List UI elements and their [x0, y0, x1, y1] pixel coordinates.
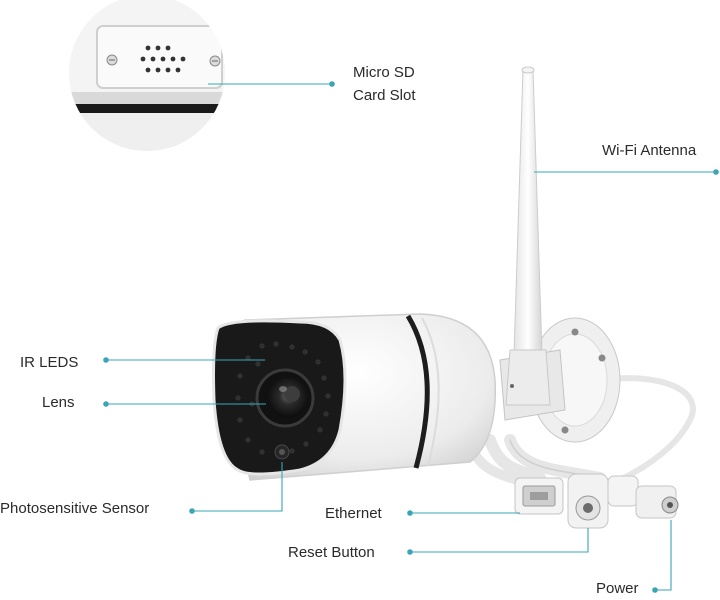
label-photosensitive-sensor: Photosensitive Sensor	[0, 500, 150, 517]
ethernet-connector	[514, 477, 564, 515]
vent-hole	[510, 384, 514, 388]
reset-button-connector	[567, 473, 609, 529]
ir-leds	[235, 341, 331, 455]
leader-photosensitive-sensor	[192, 462, 283, 512]
leader-power	[655, 520, 672, 591]
label-wifi-antenna: Wi-Fi Antenna	[602, 142, 697, 159]
sd-slot-screws	[106, 54, 221, 67]
photosensitive-sensor	[274, 444, 290, 460]
label-micro-sd-line2: Card Slot	[353, 87, 416, 104]
label-reset-button: Reset Button	[288, 544, 375, 561]
leader-lines	[106, 83, 716, 591]
lens	[255, 368, 315, 428]
sd-slot-inset	[69, 0, 225, 151]
label-ir-leds: IR LEDS	[20, 354, 79, 371]
label-power: Power	[596, 580, 639, 597]
sd-slot-vent-holes	[140, 45, 186, 73]
power-connector	[607, 475, 679, 519]
leader-dots	[103, 81, 719, 593]
label-lens: Lens	[42, 394, 75, 411]
antenna	[505, 66, 551, 406]
leader-reset-button	[410, 528, 589, 553]
label-micro-sd-line1: Micro SD	[353, 64, 415, 81]
label-ethernet: Ethernet	[325, 505, 382, 522]
